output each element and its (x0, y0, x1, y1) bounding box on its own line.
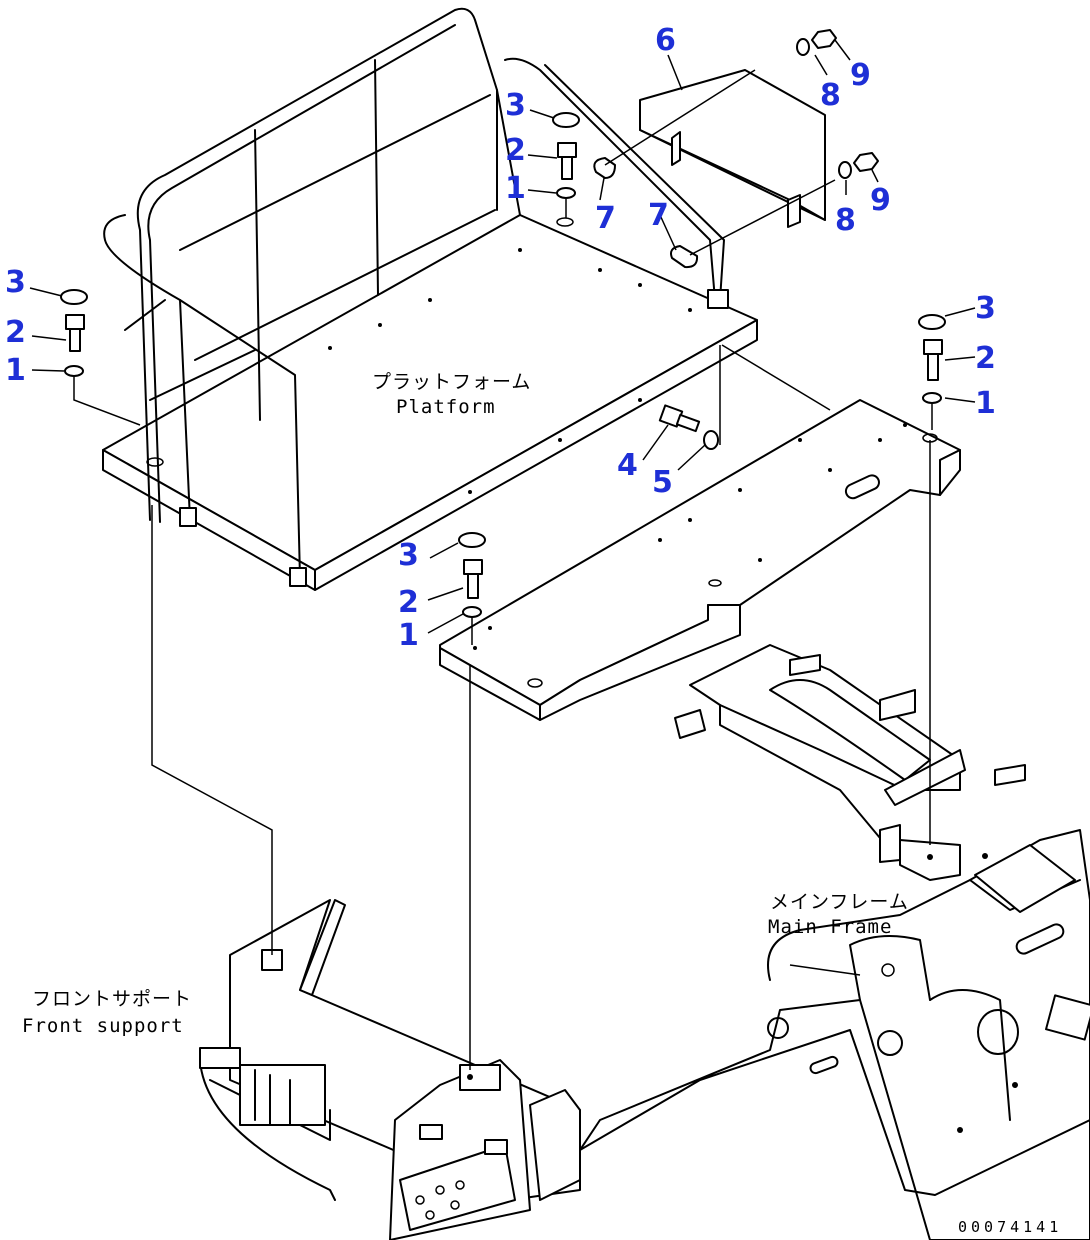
callout-4: 4 (617, 448, 638, 483)
callout-2-right: 2 (975, 341, 996, 376)
frame-mount-bracket (674, 644, 1026, 881)
callout-3-left: 3 (5, 265, 26, 300)
callout-2-top: 2 (505, 133, 526, 168)
callout-9-a: 9 (850, 58, 871, 93)
callout-1-top: 1 (505, 171, 526, 206)
front-support (199, 899, 581, 1240)
callout-7-a: 7 (595, 201, 616, 236)
callout-1-left: 1 (5, 353, 26, 388)
platform-deck-side (314, 319, 758, 591)
platform-assembly (102, 7, 831, 591)
floor-plate (439, 399, 961, 721)
callout-7-b: 7 (648, 198, 669, 233)
callout-1-center: 1 (398, 618, 419, 653)
bolt-4 (658, 404, 701, 433)
callout-9-b: 9 (870, 183, 891, 218)
callout-3-center: 3 (398, 538, 419, 573)
main-frame (579, 829, 1090, 1240)
callout-numbers: 3 2 1 3 2 1 6 7 7 8 9 8 9 3 2 1 3 2 1 4 … (5, 23, 996, 653)
platform-label-jp: プラットフォーム (372, 371, 531, 393)
front-support-label-jp: フロントサポート (32, 988, 192, 1010)
callout-3-right: 3 (975, 291, 996, 326)
main-frame-label-jp: メインフレーム (770, 891, 909, 913)
platform-handrail (103, 7, 729, 587)
floor-plate-side (539, 604, 741, 721)
callout-3-top: 3 (505, 88, 526, 123)
bolt-2-top (557, 142, 577, 180)
front-support-label-en: Front support (22, 1015, 184, 1037)
assembly-guide-lines (151, 440, 931, 1070)
callout-8-a: 8 (820, 78, 841, 113)
platform-label-en: Platform (396, 396, 496, 418)
platform-deck-holes (146, 217, 692, 494)
part-labels: プラットフォーム Platform メインフレーム Main Frame フロン… (22, 371, 1062, 1236)
callout-leaders (29, 39, 976, 976)
callout-8-b: 8 (835, 203, 856, 238)
callout-2-center: 2 (398, 585, 419, 620)
callout-1-right: 1 (975, 386, 996, 421)
cover-plate-6 (639, 69, 826, 228)
fasteners (60, 29, 946, 645)
callout-6: 6 (655, 23, 676, 58)
callout-2-left: 2 (5, 315, 26, 350)
document-number: 00074141 (958, 1218, 1062, 1236)
main-frame-label-en: Main Frame (768, 916, 892, 938)
callout-5: 5 (652, 465, 673, 500)
